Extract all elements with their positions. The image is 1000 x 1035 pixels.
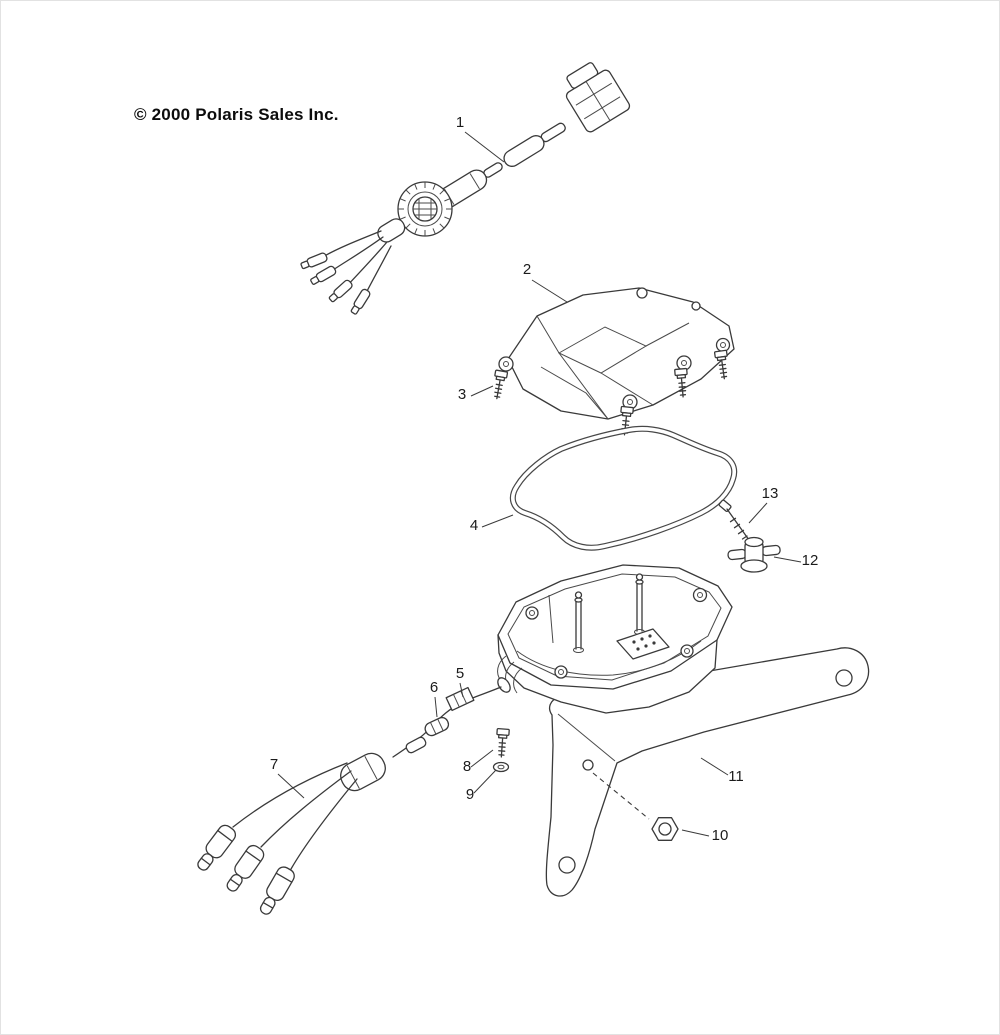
part-1-harness-connector xyxy=(299,56,631,317)
callout-10: 10 xyxy=(712,827,729,844)
part-4-gasket xyxy=(513,429,734,548)
copyright-notice: © 2000 Polaris Sales Inc. xyxy=(134,105,339,124)
part-8-screw xyxy=(494,727,510,759)
part-6-spacer xyxy=(423,716,450,738)
callout-8: 8 xyxy=(463,758,471,775)
part-2-cover xyxy=(499,288,734,419)
callout-9: 9 xyxy=(466,786,474,803)
callout-12: 12 xyxy=(802,552,819,569)
part-10-nut xyxy=(652,818,678,841)
part-13-screw xyxy=(719,499,749,540)
callout-1: 1 xyxy=(456,114,464,131)
part-9-washer xyxy=(494,763,509,772)
callout-3: 3 xyxy=(458,386,466,403)
callout-11: 11 xyxy=(728,768,744,785)
callout-4: 4 xyxy=(470,517,478,534)
callout-7: 7 xyxy=(270,756,278,773)
leader-lines xyxy=(278,132,801,836)
ecm-housing xyxy=(495,565,732,713)
part-12-well-nut xyxy=(728,538,781,573)
part-5-clamp xyxy=(446,688,474,711)
callout-labels: 1 2 3 4 5 6 7 8 9 10 11 12 13 xyxy=(270,114,819,844)
callout-2: 2 xyxy=(523,261,531,278)
callout-6: 6 xyxy=(430,679,438,696)
callout-5: 5 xyxy=(456,665,464,682)
callout-13: 13 xyxy=(762,485,779,502)
ring-nut xyxy=(398,182,452,236)
part-7-wire-harness xyxy=(192,687,501,919)
